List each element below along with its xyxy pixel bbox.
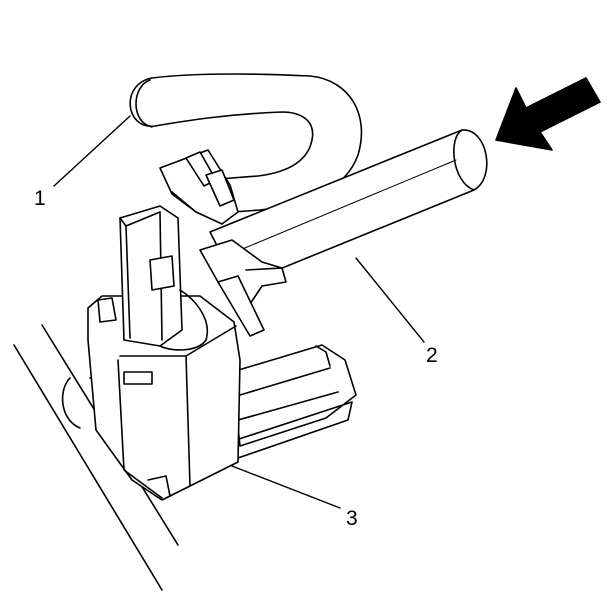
- hose-clamp-lower: [199, 239, 287, 337]
- leader-line-1: [53, 115, 131, 187]
- hose-clamp-upper: [159, 149, 239, 225]
- callout-1: 1: [34, 187, 46, 210]
- hose-1: [129, 73, 363, 215]
- hose-2: [209, 129, 488, 287]
- callout-3: 3: [346, 507, 358, 530]
- valve-port: [119, 205, 209, 351]
- leader-line-2: [355, 257, 425, 343]
- leader-lines: [53, 115, 425, 509]
- direction-arrow: [495, 77, 601, 151]
- bracket-rail: [231, 344, 357, 459]
- callout-2: 2: [426, 344, 438, 367]
- leader-line-3: [231, 465, 341, 509]
